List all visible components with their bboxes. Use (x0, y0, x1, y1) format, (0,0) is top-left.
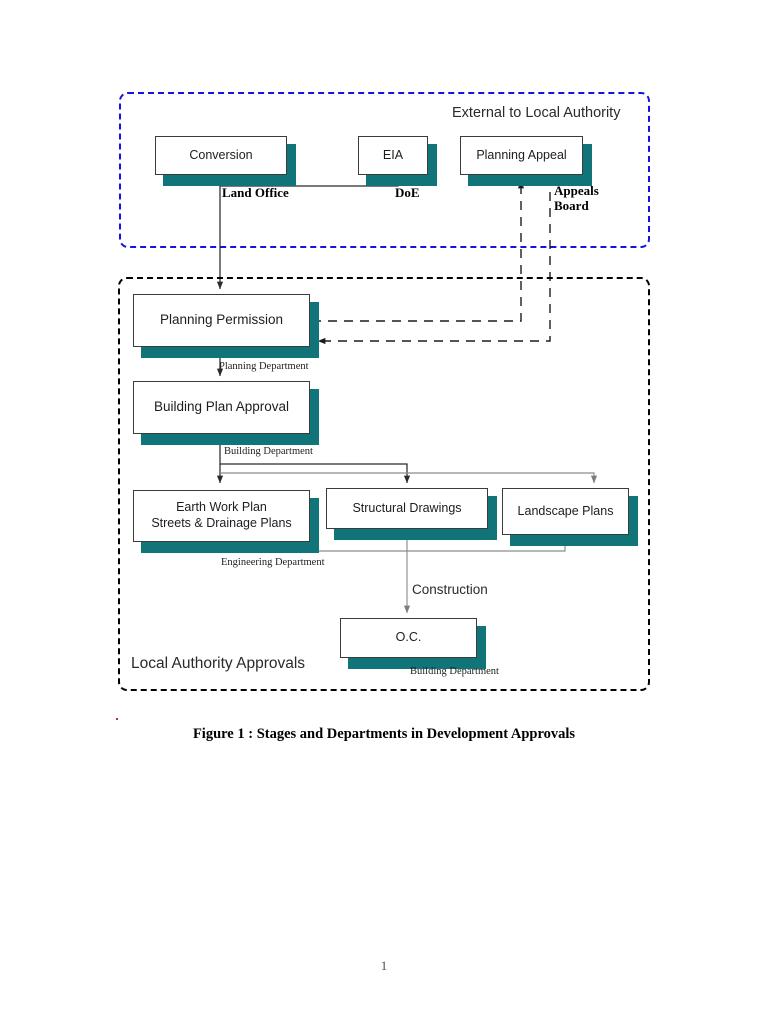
node-planning-appeal[interactable]: Planning Appeal (460, 136, 583, 175)
shadow-landscape-plans-right (629, 496, 638, 546)
node-conversion[interactable]: Conversion (155, 136, 287, 175)
shadow-oc-right (477, 626, 486, 669)
shadow-building-plan-approval (141, 434, 318, 445)
agency-label-doe: DoE (395, 185, 420, 200)
shadow-oc (348, 658, 485, 669)
node-building-plan-approval[interactable]: Building Plan Approval (133, 381, 310, 434)
shadow-landscape-plans (510, 535, 637, 546)
node-structural-drawings-label: Structural Drawings (352, 500, 462, 515)
shadow-eia (366, 175, 436, 186)
shadow-earth-work-plan (141, 542, 318, 553)
node-earth-work-plan[interactable]: Earth Work Plan Streets & Drainage Plans (133, 490, 310, 542)
dept-label-building-department: Building Department (224, 446, 313, 457)
node-conversion-label: Conversion (189, 147, 253, 162)
dept-label-planning-department: Planning Department (219, 361, 309, 372)
node-landscape-plans-label: Landscape Plans (517, 503, 614, 518)
stray-mark (116, 718, 118, 720)
node-eia[interactable]: EIA (358, 136, 428, 175)
agency-label-land-office: Land Office (222, 185, 289, 200)
dept-label-building-department-oc: Building Department (410, 666, 499, 677)
node-earth-work-plan-label: Earth Work Plan Streets & Drainage Plans (151, 500, 292, 530)
dept-label-engineering-department: Engineering Department (221, 557, 325, 568)
shadow-conversion (163, 175, 295, 186)
node-eia-label: EIA (382, 147, 404, 162)
shadow-building-plan-approval-right (310, 389, 319, 445)
page-number: 1 (380, 959, 388, 973)
edge-planning-appeal-to-planning-permission (317, 176, 551, 345)
shadow-structural-drawings-right (488, 496, 497, 540)
frame-local-title: Local Authority Approvals (131, 655, 306, 672)
shadow-earth-work-plan-right (310, 498, 319, 553)
shadow-structural-drawings (334, 529, 496, 540)
node-landscape-plans[interactable]: Landscape Plans (502, 488, 629, 535)
node-building-plan-approval-label: Building Plan Approval (153, 399, 290, 415)
frame-local-authority-approvals (118, 277, 650, 691)
agency-label-appeals-board: Appeals Board (554, 183, 599, 213)
frame-external-to-local-authority (119, 92, 650, 248)
node-planning-permission[interactable]: Planning Permission (133, 294, 310, 347)
figure-caption: Figure 1 : Stages and Departments in Dev… (192, 726, 576, 742)
shadow-conversion-right (287, 144, 296, 186)
node-oc[interactable]: O.C. (340, 618, 477, 658)
edge-label-construction: Construction (412, 582, 488, 597)
shadow-planning-permission-right (310, 302, 319, 358)
shadow-planning-permission (141, 347, 318, 358)
node-oc-label: O.C. (395, 630, 422, 645)
shadow-planning-appeal-right (583, 144, 592, 186)
node-structural-drawings[interactable]: Structural Drawings (326, 488, 488, 529)
frame-external-title: External to Local Authority (452, 105, 621, 121)
node-planning-permission-label: Planning Permission (159, 312, 284, 328)
shadow-eia-right (428, 144, 437, 186)
edge-building-plan-to-landscape-plans (220, 472, 598, 484)
edge-planning-permission-to-planning-appeal (312, 180, 525, 322)
shadow-planning-appeal (468, 175, 591, 186)
node-planning-appeal-label: Planning Appeal (476, 147, 567, 162)
